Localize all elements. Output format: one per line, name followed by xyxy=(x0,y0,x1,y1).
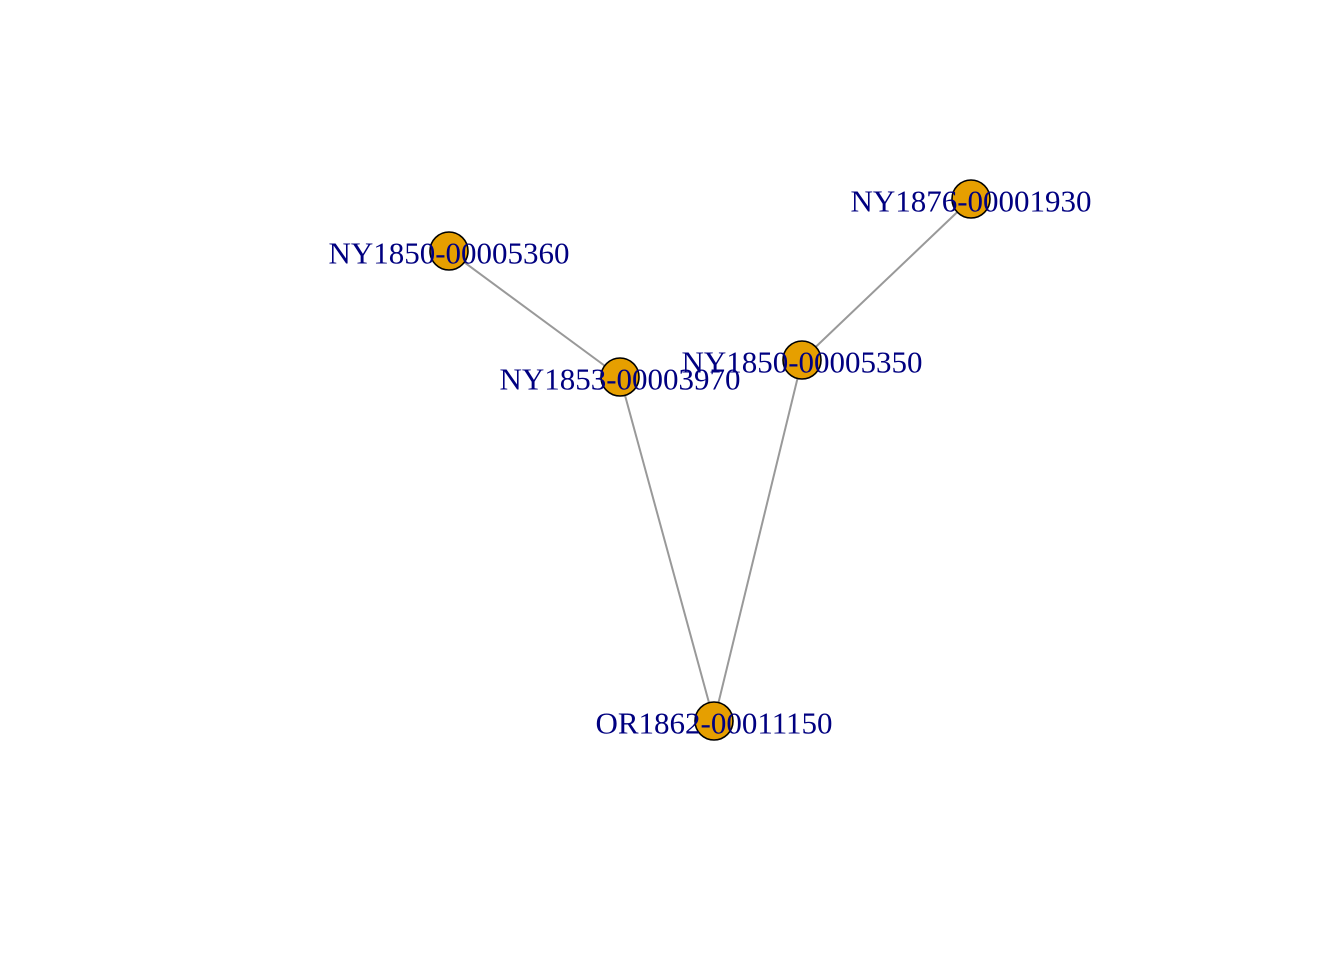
edge-n3-n4 xyxy=(801,198,972,361)
edge-n1-n2 xyxy=(448,250,621,378)
nodes-layer xyxy=(429,179,991,741)
edge-n2-n5 xyxy=(619,376,715,722)
node-circle-n5 xyxy=(694,701,734,741)
node-label-n1: NY1850-00005360 xyxy=(328,236,569,271)
node-circle-n3 xyxy=(782,340,822,380)
node-label-n3: NY1850-00005350 xyxy=(681,345,922,380)
edges-layer xyxy=(448,198,972,722)
labels-layer: NY1850-00005360NY1853-00003970NY1850-000… xyxy=(328,184,1091,741)
node-circle-n4 xyxy=(951,179,991,219)
node-circle-n1 xyxy=(429,231,469,271)
node-circle-n2 xyxy=(600,357,640,397)
edge-n3-n5 xyxy=(713,359,803,722)
node-label-n4: NY1876-00001930 xyxy=(850,184,1091,219)
node-label-n5: OR1862-00011150 xyxy=(595,706,832,741)
node-label-n2: NY1853-00003970 xyxy=(499,362,740,397)
